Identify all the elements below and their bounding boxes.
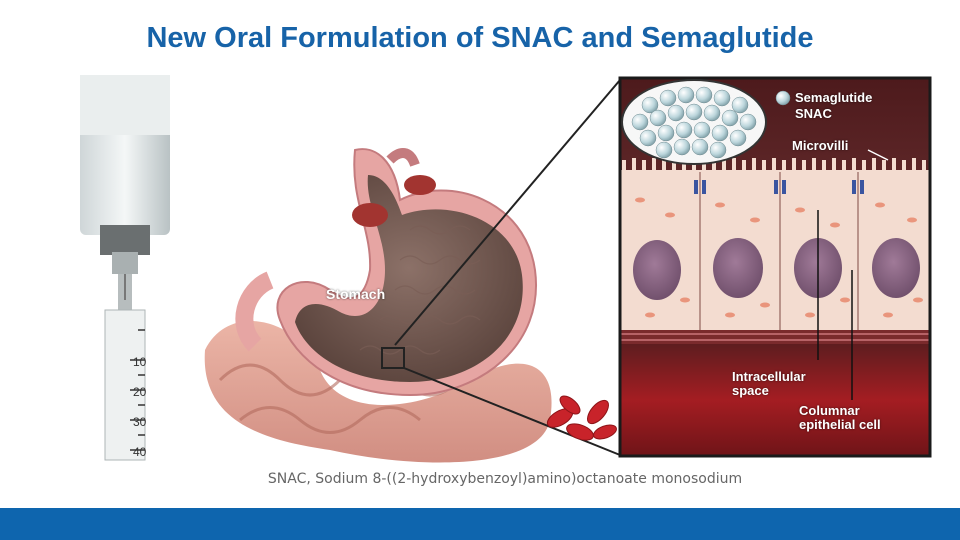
stomach-illustration (235, 79, 621, 456)
label-stomach: Stomach (326, 286, 386, 302)
label-microvilli: Microvilli (792, 138, 849, 153)
syringe-illustration (80, 75, 240, 470)
semaglutide-legend-marker (775, 90, 791, 106)
red-blood-cells (546, 395, 617, 441)
label-snac: SNAC (795, 106, 832, 121)
syringe-mark-40: 40 (133, 445, 147, 459)
label-semaglutide: Semaglutide (795, 90, 873, 105)
tablet-particles (621, 79, 791, 165)
syringe-mark-20: 20 (133, 385, 147, 399)
syringe-mark-10: 10 (133, 355, 147, 369)
label-intracellular-line2: space (732, 383, 769, 398)
label-columnar-line2: epithelial cell (799, 417, 881, 432)
label-intracellular-space: Intracellular space (732, 370, 806, 398)
slide-title: New Oral Formulation of SNAC and Semaglu… (146, 22, 814, 54)
footer-bar (0, 508, 960, 540)
label-intracellular-line1: Intracellular (732, 369, 806, 384)
syringe-mark-30: 30 (133, 415, 147, 429)
label-columnar-line1: Columnar (799, 403, 860, 418)
label-columnar-epithelial-cell: Columnar epithelial cell (799, 404, 881, 432)
footnote-caption: SNAC, Sodium 8-((2-hydroxybenzoyl)amino)… (267, 471, 743, 487)
